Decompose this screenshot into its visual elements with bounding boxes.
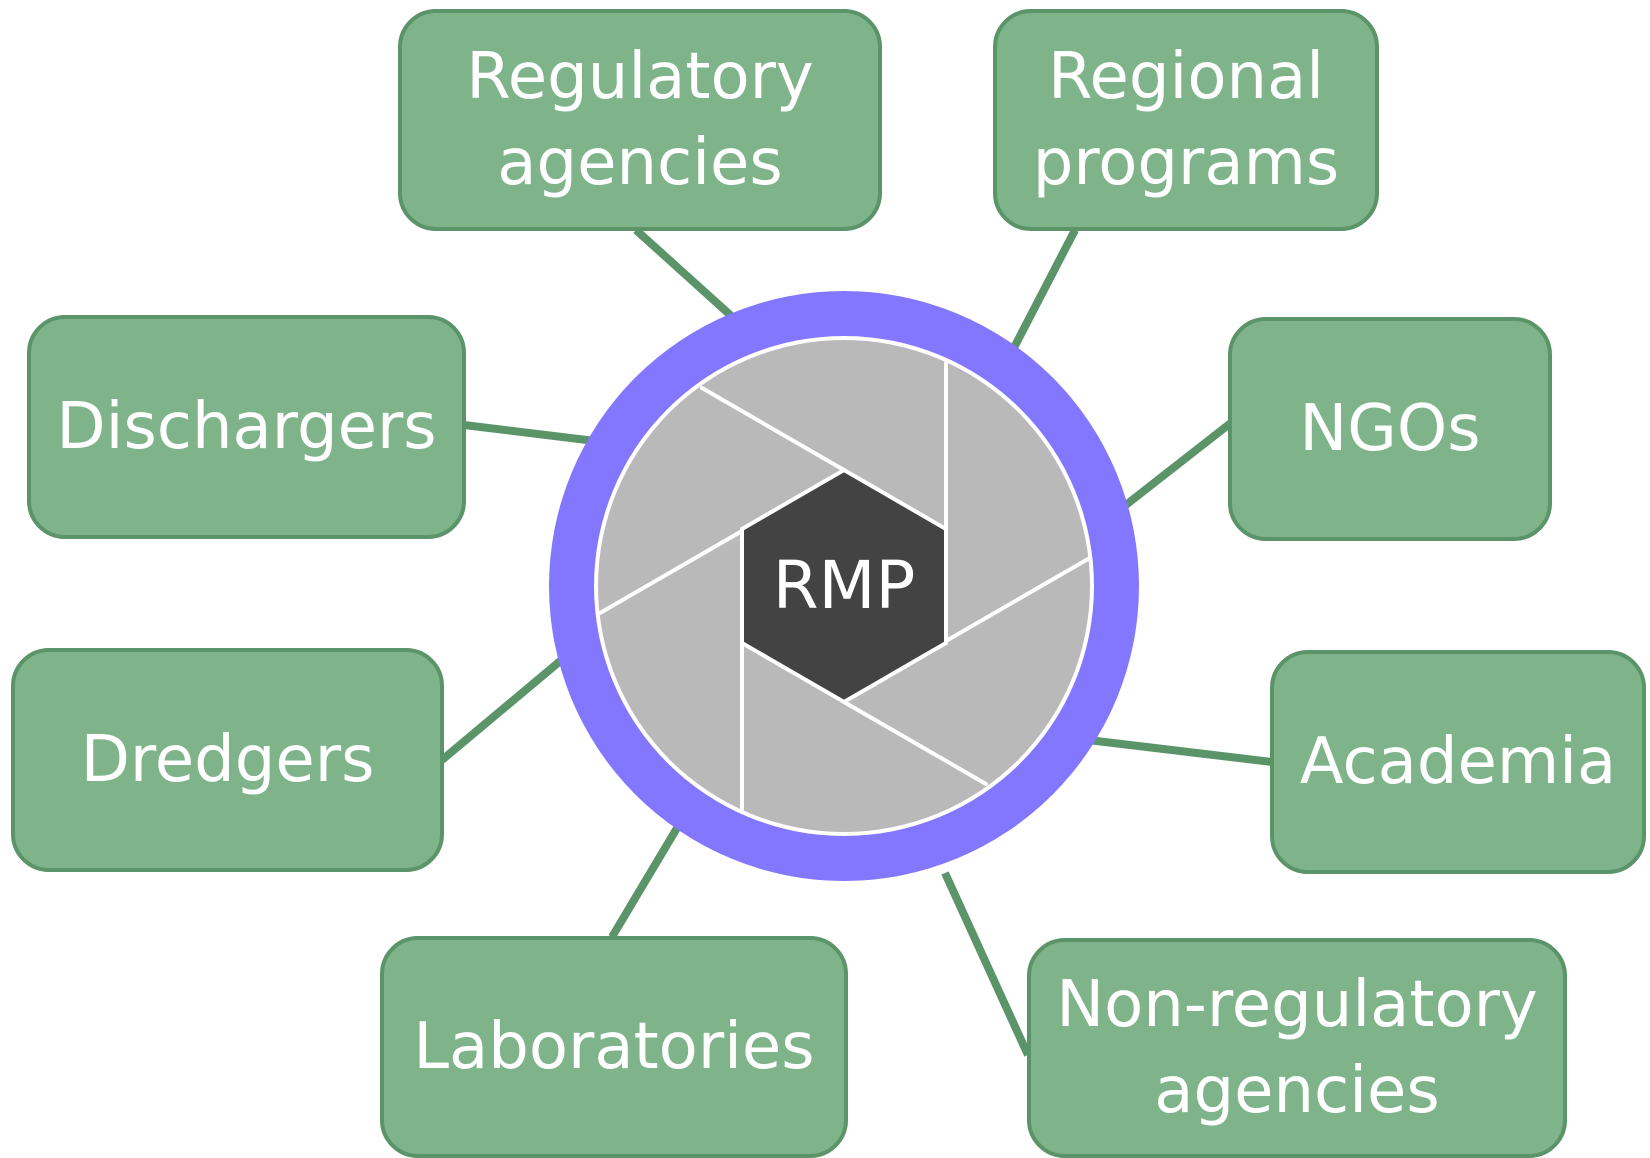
node-non-regulatory-agencies: Non-regulatory agencies bbox=[1027, 938, 1567, 1158]
node-academia: Academia bbox=[1270, 650, 1646, 874]
node-label-line: Non-regulatory bbox=[1056, 968, 1538, 1042]
connector-regional-programs bbox=[1001, 228, 1079, 367]
node-dischargers: Dischargers bbox=[27, 315, 466, 539]
aperture-blade-lines bbox=[598, 361, 1090, 811]
connector-dredgers bbox=[439, 653, 568, 764]
connector-regulatory-agencies bbox=[633, 227, 741, 325]
connector-lines bbox=[439, 227, 1273, 1057]
node-label-line: Academia bbox=[1299, 725, 1617, 799]
node-label-line: NGOs bbox=[1299, 392, 1481, 466]
node-ngos: NGOs bbox=[1228, 317, 1552, 541]
node-dredgers: Dredgers bbox=[11, 648, 444, 872]
node-label-line: agencies bbox=[497, 126, 783, 200]
aperture-blade-line bbox=[944, 557, 1090, 643]
node-label-line: agencies bbox=[1154, 1054, 1440, 1128]
node-label-line: Laboratories bbox=[413, 1010, 815, 1084]
node-regional-programs: Regional programs bbox=[993, 9, 1379, 231]
connector-laboratories bbox=[608, 815, 687, 940]
connector-ngos bbox=[1119, 418, 1235, 512]
connector-academia bbox=[1087, 736, 1273, 766]
aperture-blade-line bbox=[842, 700, 988, 786]
node-label-line: Dischargers bbox=[56, 390, 437, 464]
node-label-line: programs bbox=[1032, 126, 1340, 200]
aperture-blade-line bbox=[700, 386, 846, 472]
node-regulatory-agencies: Regulatory agencies bbox=[398, 9, 882, 231]
rmp-center-label: RMP bbox=[773, 547, 916, 624]
node-label-line: Regional bbox=[1047, 40, 1325, 114]
rmp-center-hexagon bbox=[740, 467, 948, 705]
connector-non-regulatory-agencies bbox=[941, 871, 1032, 1057]
node-label-line: Dredgers bbox=[80, 723, 375, 797]
node-laboratories: Laboratories bbox=[380, 936, 848, 1158]
aperture-blade-line bbox=[598, 529, 744, 615]
connector-dischargers bbox=[463, 421, 596, 445]
node-label-line: Regulatory bbox=[466, 40, 814, 114]
